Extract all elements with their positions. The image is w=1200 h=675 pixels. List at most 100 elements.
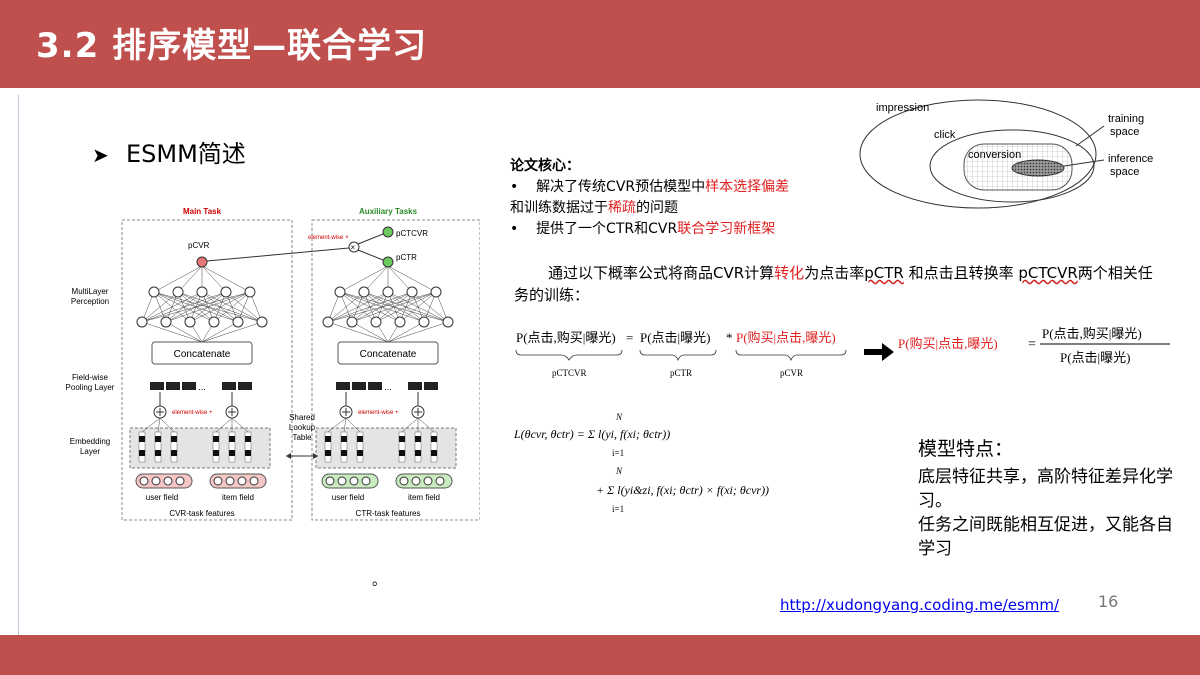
pctcvr-node [382, 226, 394, 238]
svg-text:N: N [615, 466, 623, 476]
svg-text:N: N [615, 412, 623, 422]
formula-denominator: P(点击|曝光) [1060, 350, 1131, 365]
esmm-reference-link[interactable]: http://xudongyang.coding.me/esmm/ [780, 596, 1060, 614]
training-label-2: space [1110, 126, 1139, 138]
features-title: 模型特点： [918, 438, 1014, 460]
embedding-label-2: Layer [80, 447, 100, 456]
mlp-node [346, 316, 358, 328]
bullet-dot-icon: • [510, 179, 537, 195]
shared-label-2: Lookup [289, 423, 316, 432]
formula-numerator: P(点击,购买|曝光) [1042, 326, 1142, 341]
aux-task-panel [311, 219, 480, 521]
training-label-1: training [1108, 113, 1144, 125]
pcvr-label: pCVR [188, 241, 210, 250]
implies-arrow-icon [864, 343, 894, 361]
loss-line-1: L(θcvr, θctr) = Σ l(yi, f(xi; θctr)) [513, 427, 670, 441]
esmm-architecture-diagram: Main Task Auxiliary Tasks MultiLayer Per… [66, 207, 480, 521]
mlp-node [196, 286, 208, 298]
mlp-node [136, 316, 148, 328]
label-pctr: pCTR [670, 368, 692, 378]
multiply-node [348, 241, 360, 253]
ew-plus-label: element-wise + [358, 410, 399, 416]
loss-formula: L(θcvr, θctr) = Σ l(yi, f(xi; θctr)) N i… [513, 412, 769, 514]
paper-core-block: 论文核心： • 解决了传统CVR预估模型中样本选择偏差 和训练数据过于稀疏的问题… [510, 156, 870, 240]
left-divider [18, 95, 19, 635]
mlp-node [358, 286, 370, 298]
mlp-node [370, 316, 382, 328]
model-features: 模型特点： 底层特征共享，高阶特征差异化学习。 任务之间既能相互促进，又能各自学… [918, 437, 1178, 561]
inference-label-2: space [1110, 166, 1139, 178]
mlp-node [184, 316, 196, 328]
formula-intro-paragraph: 通过以下概率公式将商品CVR计算转化为点击率pCTR 和点击且转换率 pCTCV… [514, 264, 1153, 304]
mlp-node [406, 286, 418, 298]
footer-bar [0, 635, 1200, 675]
user-field-label: user field [332, 493, 364, 502]
features-line-2: 任务之间既能相互促进，又能各自学习 [918, 515, 1173, 559]
title-bar: 3.2 排序模型—联合学习 [0, 0, 1200, 88]
inference-ellipse [1011, 159, 1065, 177]
inference-label-1: inference [1108, 153, 1153, 165]
svg-text:*: * [726, 330, 733, 345]
loss-line-2: + Σ l(yi&zi, f(xi; θctr) × f(xi; θcvr)) [596, 483, 769, 497]
label-pcvr: pCVR [780, 368, 803, 378]
stray-mark: 。 [372, 573, 386, 589]
fieldwise-label-2: Pooling Layer [66, 383, 115, 392]
mlp-label-1: MultiLayer [72, 287, 109, 296]
core-item-2: • 提供了一个CTR和CVR联合学习新框架 [510, 221, 776, 237]
ellipsis: ... [198, 382, 206, 392]
formula-cvr-lhs: P(购买|点击,曝光) [898, 336, 998, 351]
label-pctcvr: pCTCVR [552, 368, 587, 378]
concatenate-label: Concatenate [174, 349, 231, 360]
mlp-node [172, 286, 184, 298]
ew-multiply-label: element-wise × [308, 235, 349, 241]
click-label: click [934, 129, 956, 141]
mlp-node [334, 286, 346, 298]
svg-text:=: = [626, 330, 633, 345]
page-number: 16 [1098, 592, 1119, 611]
mlp-node [256, 316, 268, 328]
click-ellipse [929, 129, 1095, 203]
concatenate-label: Concatenate [360, 349, 417, 360]
mlp-node [322, 316, 334, 328]
core-item-1: • 解决了传统CVR预估模型中样本选择偏差 和训练数据过于稀疏的问题 [510, 179, 790, 216]
mlp-node [382, 286, 394, 298]
formula-lhs: P(点击,购买|曝光) [516, 330, 616, 345]
impression-ellipse [859, 99, 1097, 209]
pctr-label: pCTR [396, 253, 417, 262]
concatenate-box [151, 341, 253, 365]
mlp-node [244, 286, 256, 298]
mlp-node [232, 316, 244, 328]
mlp-node [418, 316, 430, 328]
mlp-node [220, 286, 232, 298]
conversion-label: conversion [968, 149, 1021, 161]
mlp-label-2: Perception [71, 297, 109, 306]
mlp-node [442, 316, 454, 328]
aux-task-label: Auxiliary Tasks [359, 207, 418, 216]
impression-label: impression [876, 102, 929, 114]
section-bullet: ➤ESMM简述 [92, 134, 246, 169]
svg-text:i=1: i=1 [612, 448, 624, 458]
item-field-label: item field [222, 493, 254, 502]
aux-tower: Concatenate... element-wise + user field it… [315, 265, 457, 518]
multiply-symbol: × [351, 243, 356, 252]
bullet-text: ESMM简述 [126, 140, 246, 168]
fieldwise-label-1: Field-wise [72, 373, 109, 382]
ellipsis: ... [384, 382, 392, 392]
task-features-label: CTR-task features [356, 509, 421, 518]
main-task-panel [121, 219, 293, 521]
user-field-label: user field [146, 493, 178, 502]
pctr-node [382, 256, 394, 268]
shared-label-3: Table [292, 433, 312, 442]
pcvr-node [196, 256, 208, 268]
concatenate-box [337, 341, 439, 365]
item-field-label: item field [408, 493, 440, 502]
task-features-label: CVR-task features [169, 509, 234, 518]
probability-formula: P(点击,购买|曝光) = P(点击|曝光) * P(购买|点击,曝光) pCT… [515, 326, 1170, 378]
svg-text:=: = [1028, 337, 1036, 352]
formula-term-cvr: P(购买|点击,曝光) [736, 330, 836, 345]
embedding-label-1: Embedding [70, 437, 110, 446]
mlp-node [148, 286, 160, 298]
bullet-dot-icon: • [510, 221, 537, 237]
formula-term-ctr: P(点击|曝光) [640, 330, 711, 345]
